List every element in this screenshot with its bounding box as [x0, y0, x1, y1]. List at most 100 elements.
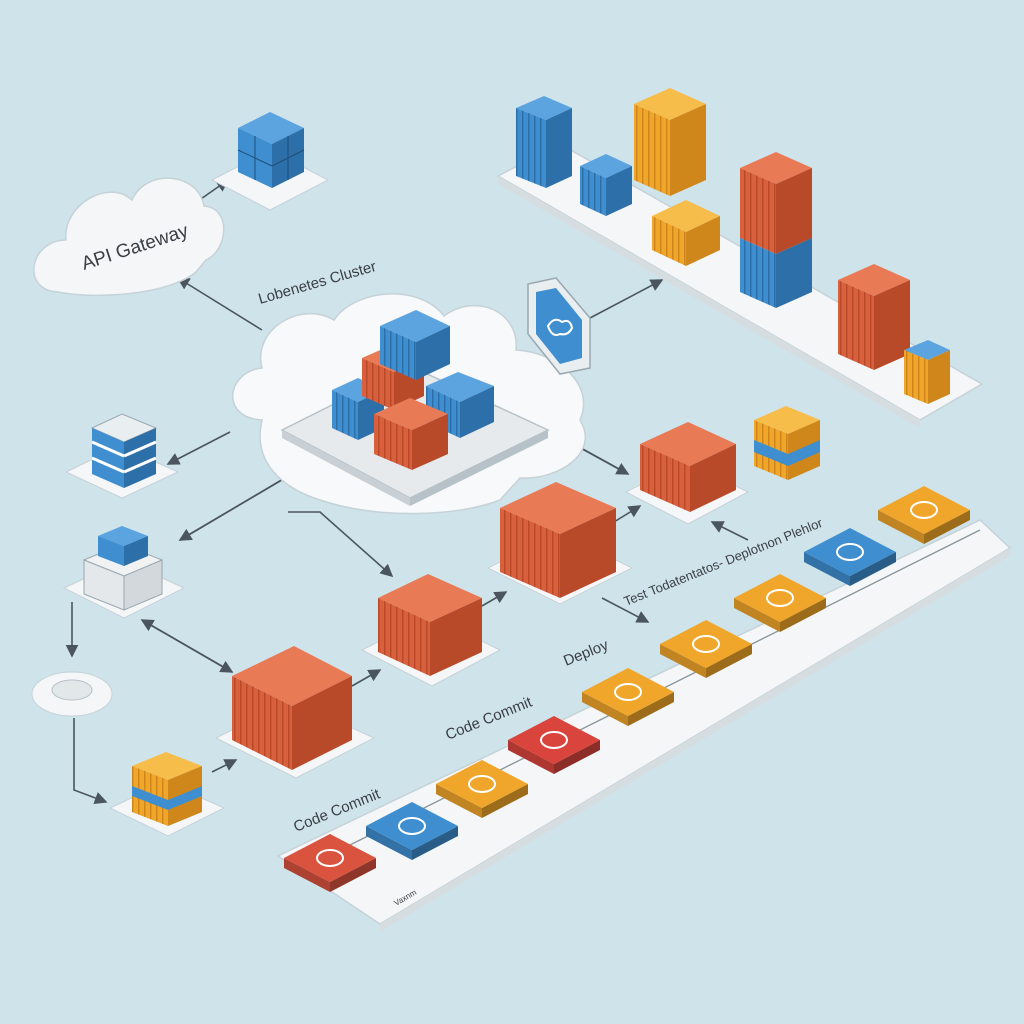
ci-cd-pipeline[interactable]: Vaxnm [276, 486, 1012, 932]
pipeline-stage[interactable] [660, 620, 752, 678]
container-left [640, 444, 690, 512]
registry-platform-edge [498, 176, 920, 428]
stage-tile-top [436, 760, 528, 808]
stage-tile-top [804, 528, 896, 576]
pipeline-stage[interactable] [734, 574, 826, 632]
stage-tile-side [436, 784, 482, 818]
stage-tile-side [366, 826, 412, 860]
container-right [430, 598, 482, 676]
pod-band [754, 440, 820, 466]
arrow-cluster-to-database [166, 431, 231, 465]
pipeline-stage[interactable] [508, 716, 600, 774]
pipeline-stage[interactable] [284, 834, 376, 892]
stage-tile-side [804, 552, 850, 586]
container-left [378, 598, 430, 676]
rack-small-stack [904, 340, 950, 404]
arrow-mid-to-upper-container [481, 591, 508, 607]
pipeline-stage[interactable] [804, 528, 896, 586]
cloud-sync-icon [546, 318, 574, 336]
stage-tile-side [734, 598, 780, 632]
stage-tile-side [284, 858, 330, 892]
stage-tile-side [878, 510, 924, 544]
stage-tile-side [508, 740, 554, 774]
stage-tile-top [878, 486, 970, 534]
stage-tile-top [284, 834, 376, 882]
gear-node[interactable] [31, 671, 113, 717]
arrow-main-container-to-storage [140, 619, 233, 673]
arrow-main-to-mid-container [351, 669, 382, 687]
arrow-pod-to-main-container [211, 759, 238, 773]
stage-tile-side-right [924, 510, 970, 544]
container-upper[interactable] [486, 482, 634, 605]
rack-orange-blue-tall [740, 152, 812, 308]
stage-tile-top [660, 620, 752, 668]
stage-tile-top [582, 668, 674, 716]
monitoring-screen[interactable] [527, 277, 591, 375]
cloud-deploy-icon [910, 501, 938, 519]
storage-cap-left [98, 536, 124, 566]
stage-tile-top [366, 802, 458, 850]
stage-tile-top [508, 716, 600, 764]
container-right [560, 508, 616, 598]
arrow-container-to-pipeline [601, 597, 650, 623]
arrow-monitor-to-racks [589, 279, 664, 319]
stage-tile-side [582, 692, 628, 726]
cluster-platform-edge [282, 430, 410, 506]
pipeline-stages [284, 486, 970, 892]
container-mid[interactable] [360, 574, 502, 687]
rack-yellow-short [652, 200, 720, 266]
arrow-cluster-to-gateway [176, 277, 263, 331]
database-stripes-icon [91, 440, 157, 474]
pod-node[interactable] [108, 752, 226, 837]
container-top [500, 482, 616, 534]
stage-tile-side-right [482, 784, 528, 818]
pipeline-stage[interactable] [582, 668, 674, 726]
db-left [92, 428, 124, 488]
arrow-pipeline-to-container [710, 521, 749, 541]
container-right [690, 444, 736, 512]
database-node[interactable] [64, 413, 180, 499]
stage-tile-side-right [412, 826, 458, 860]
pipeline-rail-edge [380, 548, 1010, 932]
storage-cap-top [98, 526, 148, 546]
container-registry[interactable] [496, 88, 984, 428]
arrow-upper-to-right-container [613, 505, 642, 523]
container-main[interactable] [214, 646, 376, 779]
storage-right [123, 559, 163, 611]
stage-tile-side-right [330, 858, 376, 892]
container-top [640, 422, 736, 466]
server-grid-icon [237, 136, 305, 180]
money-bag-icon [316, 849, 344, 867]
container-left [232, 676, 292, 770]
stage-tile-side [660, 644, 706, 678]
container-left [500, 508, 560, 598]
pipeline-stage[interactable] [366, 802, 458, 860]
arrow-gear-to-pod [73, 718, 108, 805]
stage-tile-side-right [628, 692, 674, 726]
pod-right[interactable] [754, 406, 820, 480]
compute-node-top[interactable] [210, 112, 330, 211]
storage-node[interactable] [62, 526, 186, 619]
rack-blue-tall [516, 96, 572, 188]
container-right[interactable] [624, 422, 750, 525]
gear-icon [51, 679, 93, 701]
pipeline-stage[interactable] [878, 486, 970, 544]
pod-band [132, 786, 202, 810]
cluster-cube-blue-top [380, 310, 450, 380]
pipeline-stage[interactable] [436, 760, 528, 818]
stage-tile-side-right [554, 740, 600, 774]
cluster-cube-orange-front [374, 398, 448, 470]
stage-tile-side-right [850, 552, 896, 586]
pod-top [132, 752, 202, 780]
stage-tile-side-right [780, 598, 826, 632]
api-gateway[interactable]: API Gateway [33, 177, 225, 297]
container-right [292, 676, 352, 770]
cloud-person-icon [468, 775, 496, 793]
rack-yellow-tall [634, 88, 706, 196]
cloud-sync-icon [836, 543, 864, 561]
monitor-chart-icon [766, 589, 794, 607]
stage-tile-top [734, 574, 826, 622]
arrow-cluster-to-container [288, 511, 394, 578]
pod-top [754, 406, 820, 434]
